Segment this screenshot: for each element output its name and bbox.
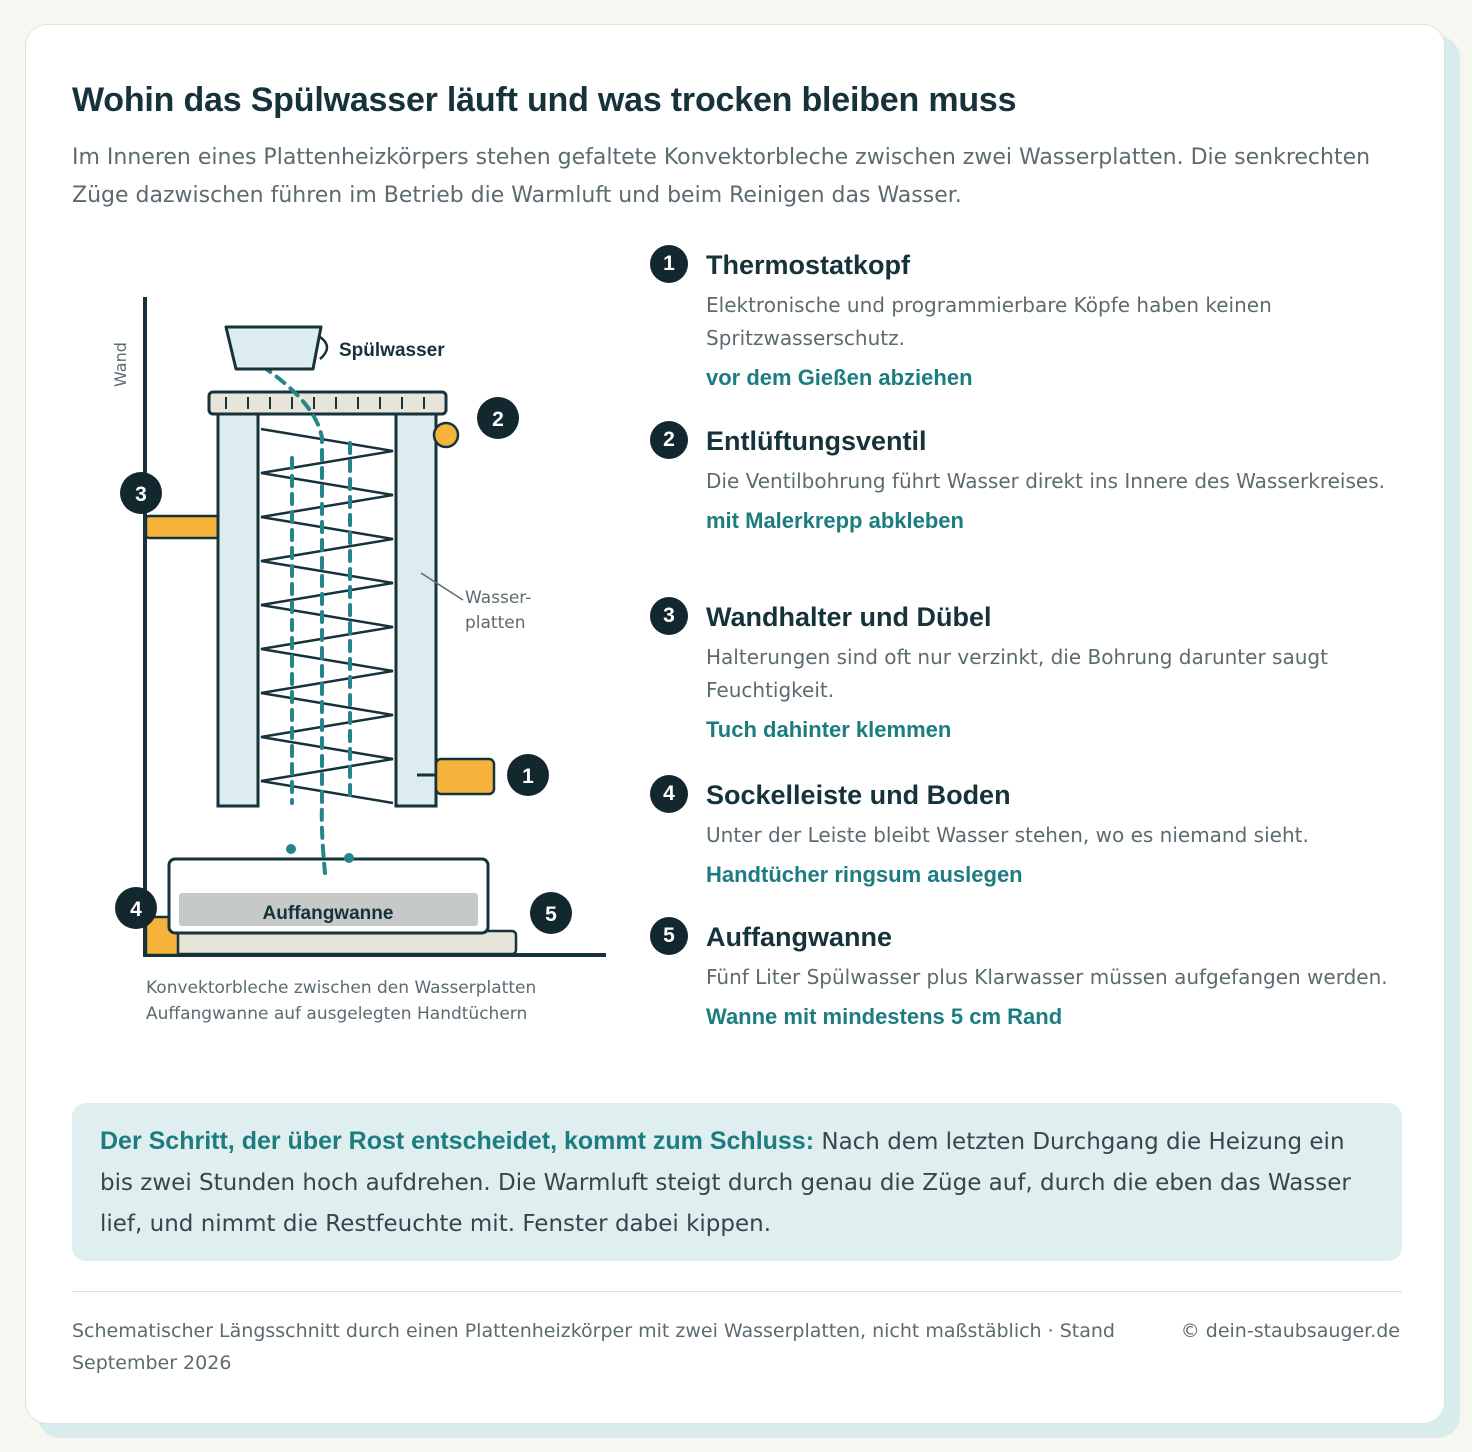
item-number: 4: [650, 775, 688, 813]
list-item-skirting: 4 Sockelleiste und Boden Unter der Leist…: [650, 775, 1410, 917]
item-title: Entlüftungsventil: [706, 426, 927, 456]
plate-label-line2: platten: [465, 613, 526, 633]
item-text: Die Ventilbohrung führt Wasser direkt in…: [706, 469, 1385, 493]
item-text: Halterungen sind oft nur verzinkt, die B…: [706, 645, 1328, 702]
item-number: 2: [650, 421, 688, 459]
tip-callout: Der Schritt, der über Rost entscheidet, …: [72, 1103, 1402, 1261]
spuelwasser-label: Spülwasser: [339, 340, 445, 361]
marker-5: 5: [530, 892, 572, 934]
item-action: Tuch dahinter klemmen: [706, 717, 952, 742]
wall-label: Wand: [111, 342, 130, 387]
callout-lead: Der Schritt, der über Rost entscheidet, …: [100, 1127, 815, 1155]
diagram-caption: Konvektorbleche zwischen den Wasserplatt…: [146, 975, 536, 1027]
item-action: mit Malerkrepp abkleben: [706, 508, 964, 533]
item-number: 5: [650, 917, 688, 955]
water-plate-left: [216, 404, 260, 808]
page-title: Wohin das Spülwasser läuft und was trock…: [72, 81, 1017, 119]
water-drop-right: [344, 853, 354, 863]
catch-tray-inner: [179, 893, 478, 926]
svg-text:4: 4: [130, 898, 142, 921]
list-item-wall-bracket: 3 Wandhalter und Dübel Halterungen sind …: [650, 597, 1410, 775]
list-item-catch-tray: 5 Auffangwanne Fünf Liter Spülwasser plu…: [650, 917, 1410, 1032]
footer-note: Schematischer Längsschnitt durch einen P…: [72, 1320, 1115, 1374]
water-plate-right: [394, 404, 438, 808]
footer-copyright: © dein-staubsauger.de: [1180, 1320, 1400, 1342]
water-drop-left: [286, 844, 296, 854]
svg-text:1: 1: [522, 765, 534, 788]
plate-label-line1: Wasser-: [465, 588, 531, 608]
item-title: Thermostatkopf: [706, 250, 911, 280]
item-text: Fünf Liter Spülwasser plus Klarwasser mü…: [706, 965, 1388, 989]
item-title: Auffangwanne: [706, 922, 892, 952]
list-item-thermostat: 1 Thermostatkopf Elektronische und progr…: [650, 245, 1410, 421]
funnel: [224, 325, 323, 371]
svg-text:2: 2: [492, 408, 504, 431]
marker-2: 2: [477, 397, 519, 439]
caption-line-2: Auffangwanne auf ausgelegten Handtüchern: [146, 1004, 528, 1024]
checklist: 1 Thermostatkopf Elektronische und progr…: [650, 245, 1410, 1032]
convector-fins: [260, 427, 394, 805]
marker-3: 3: [120, 472, 162, 514]
item-number: 1: [650, 245, 688, 283]
tray-label: Auffangwanne: [263, 903, 394, 924]
item-action: Handtücher ringsum auslegen: [706, 862, 1023, 887]
plate-leader-line: [420, 572, 464, 601]
intro-text: Im Inneren eines Plattenheizkörpers steh…: [72, 145, 1371, 208]
marker-4: 4: [115, 887, 157, 929]
item-action: Wanne mit mindestens 5 cm Rand: [706, 1004, 1063, 1029]
funnel-pointer: [319, 335, 329, 360]
svg-text:5: 5: [545, 903, 557, 926]
wall-bracket: [144, 514, 221, 540]
item-action: vor dem Gießen abziehen: [706, 365, 973, 390]
callout-text: Nach dem letzten Durchgang die Heizung e…: [100, 1129, 1351, 1237]
caption-line-1: Konvektorbleche zwischen den Wasserplatt…: [146, 978, 537, 998]
list-item-vent-valve: 2 Entlüftungsventil Die Ventilbohrung fü…: [650, 421, 1410, 597]
item-title: Sockelleiste und Boden: [706, 780, 1011, 810]
item-number: 3: [650, 597, 688, 635]
vent-valve: [432, 421, 460, 449]
info-card: Wohin das Spülwasser läuft und was trock…: [25, 24, 1445, 1424]
thermostat-head: [434, 757, 496, 796]
item-text: Elektronische und programmierbare Köpfe …: [706, 293, 1272, 350]
water-flow: [260, 364, 352, 875]
svg-text:3: 3: [135, 483, 147, 506]
marker-1: 1: [507, 754, 549, 796]
radiator-diagram: Wand Auffangwanne: [111, 297, 606, 957]
item-title: Wandhalter und Dübel: [706, 602, 992, 632]
top-cover-slots: [225, 397, 425, 409]
footer-divider: [72, 1291, 1402, 1292]
top-cover: [207, 390, 448, 416]
item-text: Unter der Leiste bleibt Wasser stehen, w…: [706, 823, 1309, 847]
